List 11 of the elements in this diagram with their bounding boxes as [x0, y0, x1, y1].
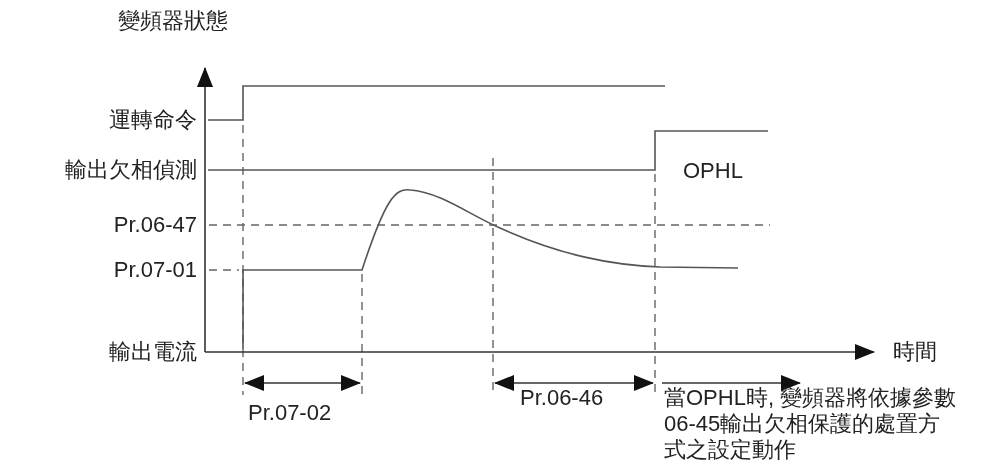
signal-label: 運轉命令 — [109, 107, 197, 133]
signal-label: 輸出電流 — [109, 339, 197, 365]
signal-label: 輸出欠相偵測 — [65, 157, 197, 183]
level-label: Pr.07-01 — [113, 257, 197, 283]
dimension-label: Pr.06-46 — [520, 385, 604, 411]
note: 當OPHL時, 變頻器將依據參數06-45輸出欠相保護的處置方式之設定動作 — [664, 385, 957, 463]
dimension-label: Pr.07-02 — [248, 400, 332, 426]
axis-label: 時間 — [893, 339, 937, 365]
axis-label: 變頻器狀態 — [118, 8, 228, 34]
state-label: OPHL — [683, 158, 743, 184]
level-label: Pr.06-47 — [113, 212, 197, 238]
